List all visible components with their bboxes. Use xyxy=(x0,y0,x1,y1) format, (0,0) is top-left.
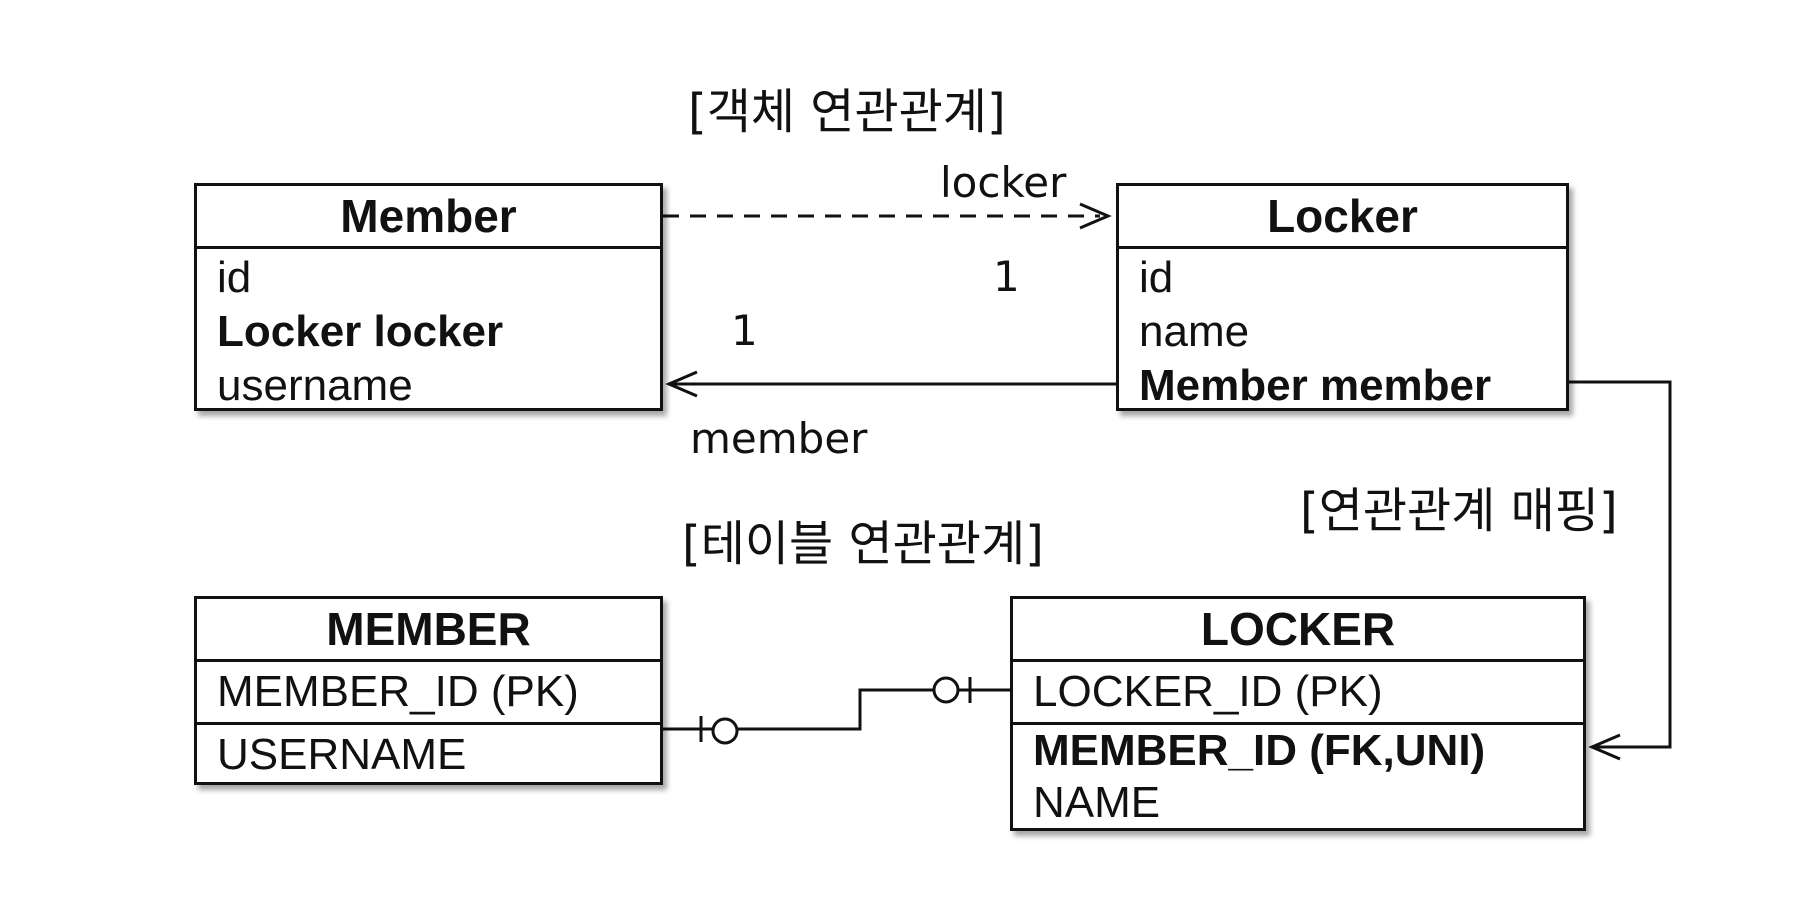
member-class-box: Member id Locker locker username xyxy=(194,183,663,411)
member-class-name: Member xyxy=(197,186,660,249)
locker-field-id: id xyxy=(1139,253,1174,302)
member-field-username: username xyxy=(217,361,413,410)
locker-to-member-arrowhead xyxy=(665,370,698,398)
member-side-zero-circle xyxy=(711,717,739,745)
member-table-box: MEMBER MEMBER_ID (PK) USERNAME xyxy=(194,596,663,785)
locker-field-name: name xyxy=(1139,307,1250,356)
locker-field-member: Member member xyxy=(1139,361,1492,410)
locker-multiplicity: 1 xyxy=(993,252,1020,301)
member-multiplicity: 1 xyxy=(731,306,758,355)
association-mapping-title: [연관관계 매핑] xyxy=(1300,483,1618,539)
member-column-pk: MEMBER_ID (PK) xyxy=(217,667,579,716)
member-to-locker-arrowhead xyxy=(1079,202,1112,230)
locker-table-name: LOCKER xyxy=(1013,599,1583,662)
locker-column-member-fk: MEMBER_ID (FK,UNI) xyxy=(1013,722,1583,777)
object-association-title: [객체 연관관계] xyxy=(688,84,1006,140)
member-field-id: id xyxy=(217,253,252,302)
locker-reference-label: locker xyxy=(940,158,1067,207)
member-column-username: USERNAME xyxy=(197,722,660,785)
locker-column-pk: LOCKER_ID (PK) xyxy=(1033,667,1383,716)
mapping-connector-line xyxy=(1566,380,1672,749)
locker-side-zero-circle xyxy=(932,676,960,704)
member-table-name: MEMBER xyxy=(197,599,660,662)
locker-table-box: LOCKER LOCKER_ID (PK) MEMBER_ID (FK,UNI)… xyxy=(1010,596,1586,831)
locker-column-name: NAME xyxy=(1033,778,1161,827)
member-reference-label: member xyxy=(690,414,868,463)
locker-class-name: Locker xyxy=(1119,186,1566,249)
mapping-connector-arrowhead xyxy=(1588,733,1621,761)
table-association-title: [테이블 연관관계] xyxy=(682,516,1044,572)
locker-class-box: Locker id name Member member xyxy=(1116,183,1569,411)
member-field-locker: Locker locker xyxy=(217,307,504,356)
